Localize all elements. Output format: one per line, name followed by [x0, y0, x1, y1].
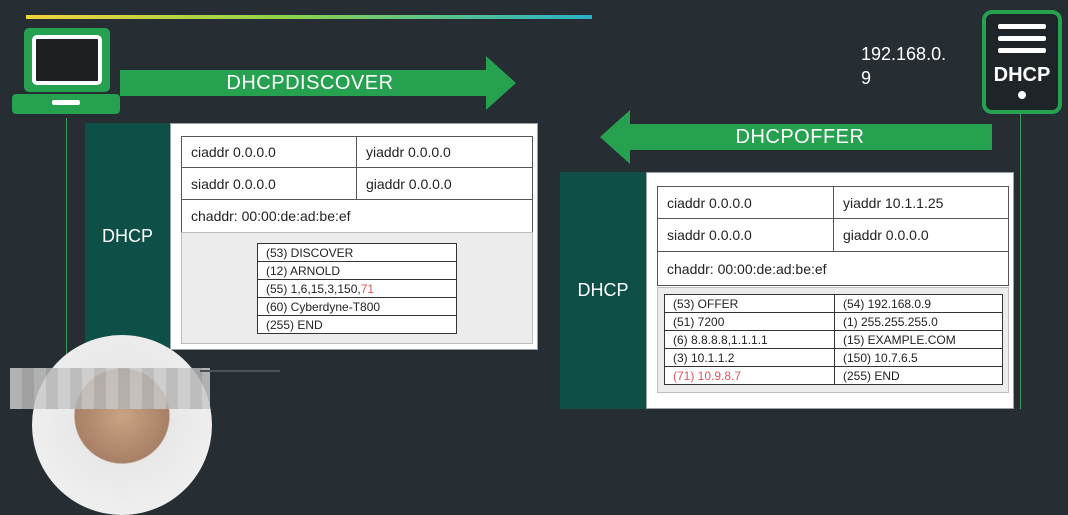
client-timeline: [66, 118, 67, 409]
server-option-left: (51) 7200: [664, 312, 835, 331]
server-yiaddr: yiaddr 10.1.1.25: [833, 186, 1009, 219]
dhcpdiscover-label: DHCPDISCOVER: [226, 72, 394, 94]
server-option-right: (255) END: [834, 366, 1003, 385]
presenter-blur: [10, 368, 210, 409]
divider-line: [200, 370, 280, 372]
server-icon-label: DHCP: [993, 64, 1051, 86]
server-dhcp-side-label: DHCP: [560, 172, 646, 409]
dhcpoffer-label: DHCPOFFER: [735, 126, 865, 148]
server-option-left: (6) 8.8.8.8,1.1.1.1: [664, 330, 835, 349]
client-option-text: (55) 1,6,15,3,150,: [266, 281, 361, 296]
client-option: (60) Cyberdyne-T800: [257, 297, 457, 316]
server-timeline: [1020, 112, 1021, 409]
client-option: (53) DISCOVER: [257, 243, 457, 262]
client-giaddr: giaddr 0.0.0.0: [356, 167, 533, 200]
server-giaddr: giaddr 0.0.0.0: [833, 218, 1009, 252]
client-option-highlight: 71: [360, 281, 375, 296]
server-options-box: (53) OFFER (54) 192.168.0.9 (51) 7200 (1…: [657, 287, 1009, 393]
server-siaddr: siaddr 0.0.0.0: [657, 218, 834, 252]
client-ciaddr: ciaddr 0.0.0.0: [181, 136, 357, 168]
server-option-right: (150) 10.7.6.5: [834, 348, 1003, 367]
server-ciaddr: ciaddr 0.0.0.0: [657, 186, 834, 219]
client-yiaddr: yiaddr 0.0.0.0: [356, 136, 533, 168]
presenter-avatar: [32, 335, 212, 515]
client-dhcp-packet: ciaddr 0.0.0.0 yiaddr 0.0.0.0 siaddr 0.0…: [170, 123, 538, 350]
server-option-right: (15) EXAMPLE.COM: [834, 330, 1003, 349]
accent-line: [26, 15, 592, 19]
client-option: (12) ARNOLD: [257, 261, 457, 280]
server-chaddr: chaddr: 00:00:de:ad:be:ef: [657, 251, 1009, 286]
server-option-left: (3) 10.1.1.2: [664, 348, 835, 367]
client-dhcp-side-label: DHCP: [85, 123, 170, 350]
client-options-box: (53) DISCOVER (12) ARNOLD (55) 1,6,15,3,…: [181, 232, 533, 344]
server-option-right: (54) 192.168.0.9: [834, 294, 1003, 313]
server-option-left: (53) OFFER: [664, 294, 835, 313]
server-option-left-highlight: (71) 10.9.8.7: [664, 366, 835, 385]
dhcpdiscover-arrow: DHCPDISCOVER: [120, 56, 516, 110]
client-option: (55) 1,6,15,3,150,71: [257, 279, 457, 298]
server-dhcp-packet: ciaddr 0.0.0.0 yiaddr 10.1.1.25 siaddr 0…: [646, 172, 1014, 409]
client-siaddr: siaddr 0.0.0.0: [181, 167, 357, 200]
client-option: (255) END: [257, 315, 457, 334]
laptop-icon: [10, 24, 122, 120]
client-chaddr: chaddr: 00:00:de:ad:be:ef: [181, 199, 533, 233]
server-ip-address: 192.168.0. 9: [861, 44, 947, 88]
server-option-right: (1) 255.255.255.0: [834, 312, 1003, 331]
dhcpoffer-arrow: DHCPOFFER: [600, 110, 992, 164]
server-icon: DHCP: [982, 10, 1062, 114]
